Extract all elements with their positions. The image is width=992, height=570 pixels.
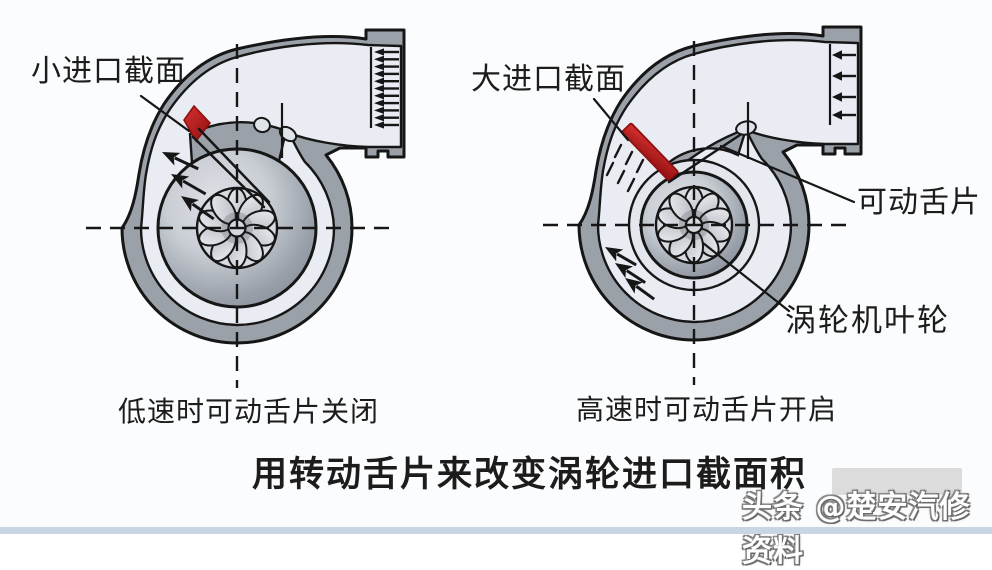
crosshair-centerlines xyxy=(543,41,853,385)
inlet-flow-arrow-icon xyxy=(374,84,399,93)
flow-arrow-icon xyxy=(171,174,207,196)
inlet-flow-arrow-icon xyxy=(374,106,399,114)
inlet-flange-flow xyxy=(828,44,856,125)
inlet-flow-arrow-icon xyxy=(374,48,399,56)
watermark-text: 头条 @楚安汽修资料 xyxy=(742,490,971,569)
movable-tongue xyxy=(667,129,748,184)
main-caption: 用转动舌片来改变涡轮进口截面积 xyxy=(252,455,808,495)
inlet-flow-arrow-icon xyxy=(374,77,399,85)
inlet-flow-arrow-icon xyxy=(374,121,399,129)
inlet-flow-arrow-icon xyxy=(374,99,399,107)
high-speed-caption: 高速时可动舌片开启 xyxy=(576,393,838,426)
red-inlet-section xyxy=(621,122,679,182)
footer-strip xyxy=(0,527,992,534)
left-turbo-diagram-closed xyxy=(86,28,406,388)
diagram-stage: 小进口截面 大进口截面 可动舌片 涡轮机叶轮 低速时可动舌片关闭 高速时可动舌片… xyxy=(0,25,992,569)
turbine-wheel-label: 涡轮机叶轮 xyxy=(785,303,950,339)
inlet-flow-arrow-icon xyxy=(374,55,399,63)
tongue-pivot xyxy=(735,102,757,159)
flow-arrow-icon xyxy=(162,152,199,171)
small-inlet-section-label: 小进口截面 xyxy=(31,54,186,89)
inlet-flange-flow xyxy=(369,47,399,129)
right-turbo-diagram-open xyxy=(543,25,863,385)
inlet-flow-arrow-icon xyxy=(374,70,399,78)
inlet-flow-arrow-icon xyxy=(832,71,856,81)
inlet-flow-arrow-icon xyxy=(374,92,399,100)
inlet-flow-arrow-icon xyxy=(374,114,399,122)
movable-tongue xyxy=(191,127,271,209)
inlet-flow-arrow-icon xyxy=(832,92,856,102)
flow-arrow-icon xyxy=(625,278,656,301)
scroll-flow-arrows xyxy=(162,152,215,221)
flow-arrow-icon xyxy=(615,263,647,284)
watermark-blur-box xyxy=(832,468,962,495)
turbocharger-diagram-canvas xyxy=(86,25,863,388)
low-speed-caption: 低速时可动舌片关闭 xyxy=(118,395,380,428)
movable-tongue-label: 可动舌片 xyxy=(857,185,981,220)
inlet-flow-arrow-icon xyxy=(832,50,856,60)
label-leader-lines xyxy=(139,94,856,313)
crosshair-centerlines xyxy=(86,44,396,388)
turbine-wheel xyxy=(627,158,761,292)
inlet-flow-arrow-icon xyxy=(374,63,399,71)
scroll-flow-arrows xyxy=(605,143,656,301)
inlet-flow-arrow-icon xyxy=(832,110,856,120)
tongue-pivot xyxy=(253,103,298,158)
flow-arrow-icon xyxy=(181,196,215,221)
large-inlet-section-label: 大进口截面 xyxy=(471,62,626,97)
flow-arrow-icon xyxy=(605,247,637,267)
